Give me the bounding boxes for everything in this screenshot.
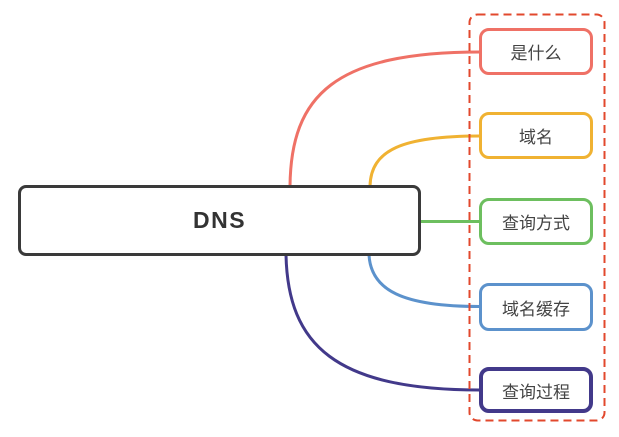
connector-branch-1 — [368, 134, 482, 188]
branch-node-label: 是什么 — [510, 44, 562, 63]
connector-branch-3 — [367, 253, 482, 308]
branch-node-label: 域名 — [519, 128, 553, 147]
connector-branch-4 — [284, 253, 482, 392]
branch-node-query-method[interactable]: 查询方式 — [479, 198, 593, 245]
branch-node-label: 域名缓存 — [502, 299, 570, 319]
branch-node-domain-name[interactable]: 域名 — [479, 112, 593, 159]
root-node-dns[interactable]: DNS — [18, 185, 421, 256]
root-node-label: DNS — [192, 207, 247, 233]
branch-node-label: 查询方式 — [502, 214, 570, 233]
branch-node-label: 查询过程 — [502, 382, 570, 402]
connector-branch-0 — [288, 50, 482, 188]
branch-node-what-is[interactable]: 是什么 — [479, 28, 593, 75]
branch-node-domain-cache[interactable]: 域名缓存 — [479, 283, 593, 331]
branch-node-query-process[interactable]: 查询过程 — [479, 367, 593, 413]
